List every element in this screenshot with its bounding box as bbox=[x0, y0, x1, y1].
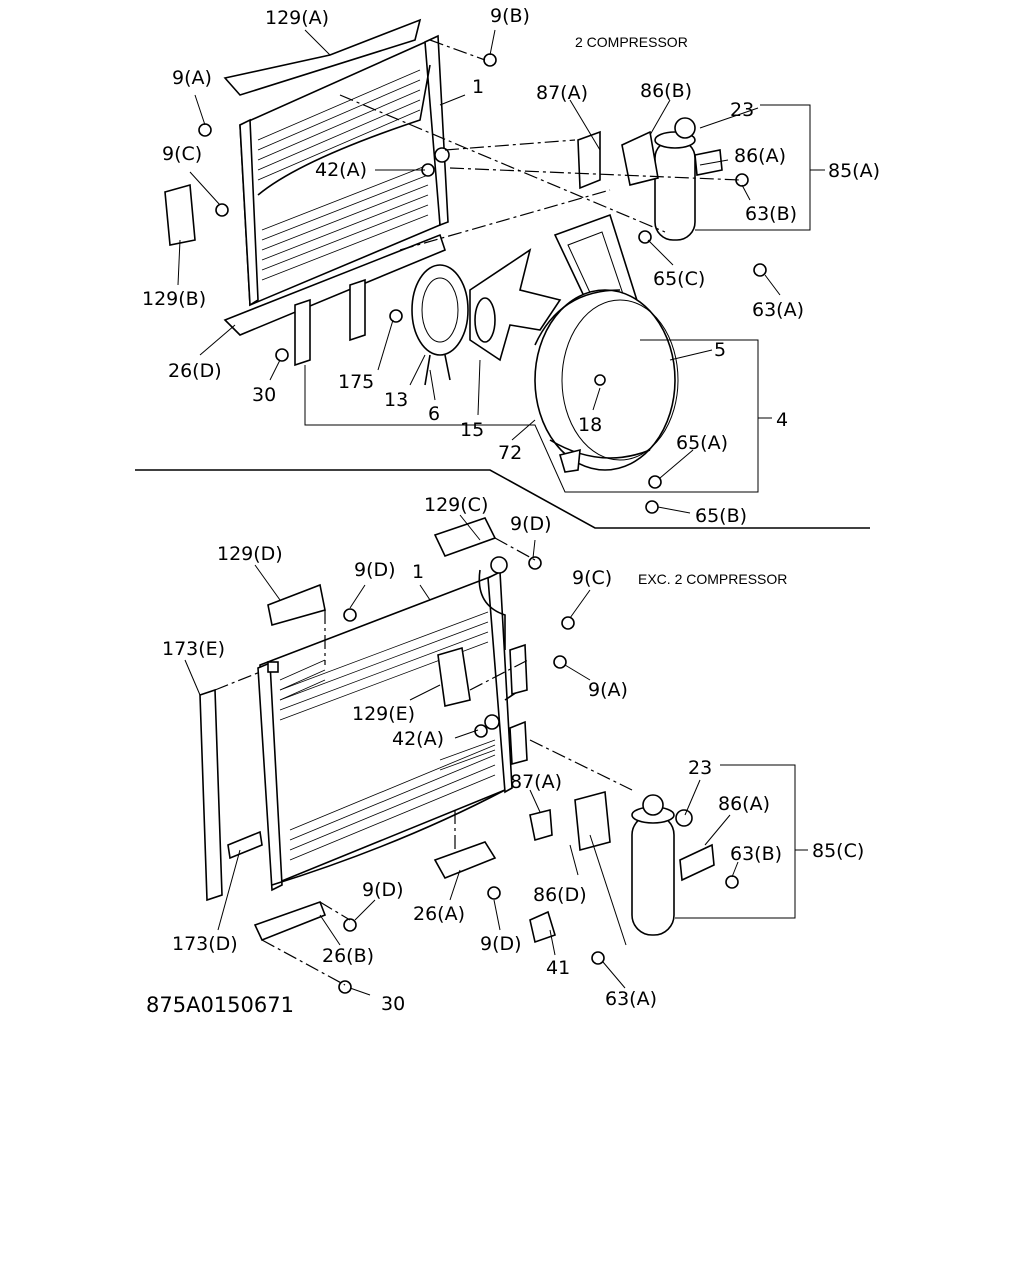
label-86A-upper: 86(A) bbox=[734, 145, 786, 167]
label-129A: 129(A) bbox=[265, 7, 329, 29]
label-63B-upper: 63(B) bbox=[745, 203, 797, 225]
label-5: 5 bbox=[714, 339, 726, 361]
fan-shroud bbox=[534, 213, 679, 473]
label-42A: 42(A) bbox=[315, 159, 367, 181]
condenser-upper bbox=[164, 18, 450, 367]
label-87A: 87(A) bbox=[536, 82, 588, 104]
label-9B: 9(B) bbox=[490, 5, 530, 27]
label-85A: 85(A) bbox=[828, 160, 880, 182]
bracket-85A bbox=[695, 104, 811, 231]
label-26A: 26(A) bbox=[413, 903, 465, 925]
label-173D: 173(D) bbox=[172, 933, 238, 955]
section-divider bbox=[135, 469, 870, 529]
lower-alignment-lines bbox=[214, 537, 633, 986]
label-129E: 129(E) bbox=[352, 703, 415, 725]
label-26B: 26(B) bbox=[322, 945, 374, 967]
upper-labels: 2 COMPRESSOR 129(A) 9(B) 9(A) 1 9(C) 42(… bbox=[142, 5, 880, 527]
receiver-drier-upper bbox=[577, 117, 723, 241]
label-9A: 9(A) bbox=[172, 67, 212, 89]
label-85C: 85(C) bbox=[812, 840, 864, 862]
label-175: 175 bbox=[338, 371, 374, 393]
label-23-upper: 23 bbox=[730, 99, 754, 121]
lower-assembly bbox=[184, 514, 808, 996]
label-63B-lower: 63(B) bbox=[730, 843, 782, 865]
label-15: 15 bbox=[460, 419, 484, 441]
label-65A: 65(A) bbox=[676, 432, 728, 454]
label-18: 18 bbox=[578, 414, 602, 436]
label-6: 6 bbox=[428, 403, 440, 425]
label-30-lower: 30 bbox=[381, 993, 405, 1015]
label-72: 72 bbox=[498, 442, 522, 464]
label-129D: 129(D) bbox=[217, 543, 283, 565]
label-9D-left: 9(D) bbox=[354, 559, 396, 581]
bracket-85C bbox=[675, 764, 796, 919]
label-9D-bottom2: 9(D) bbox=[480, 933, 522, 955]
label-129B: 129(B) bbox=[142, 288, 206, 310]
label-4: 4 bbox=[776, 409, 788, 431]
lower-labels: EXC. 2 COMPRESSOR 129(C) 9(D) 129(D) 9(D… bbox=[162, 494, 864, 1015]
fan-assembly bbox=[411, 248, 562, 386]
label-1-lower: 1 bbox=[412, 561, 424, 583]
label-9A-lower: 9(A) bbox=[588, 679, 628, 701]
label-86B: 86(B) bbox=[640, 80, 692, 102]
label-63A-lower: 63(A) bbox=[605, 988, 657, 1010]
label-9D-top: 9(D) bbox=[510, 513, 552, 535]
bracket-4 bbox=[304, 339, 759, 493]
label-42A-lower: 42(A) bbox=[392, 728, 444, 750]
label-30: 30 bbox=[252, 384, 276, 406]
label-86A-lower: 86(A) bbox=[718, 793, 770, 815]
label-63A-upper: 63(A) bbox=[752, 299, 804, 321]
receiver-drier-lower bbox=[529, 790, 715, 936]
label-87A-lower: 87(A) bbox=[510, 771, 562, 793]
reference-code: 875A0150671 bbox=[146, 993, 294, 1017]
lower-leader-lines bbox=[184, 514, 739, 996]
label-41: 41 bbox=[546, 957, 570, 979]
label-9C: 9(C) bbox=[162, 143, 202, 165]
upper-alignment-lines bbox=[339, 39, 741, 251]
label-129C: 129(C) bbox=[424, 494, 488, 516]
seal-173E bbox=[199, 688, 223, 902]
upper-leader-lines bbox=[177, 29, 781, 514]
label-86D: 86(D) bbox=[533, 884, 587, 906]
label-9D-bottom: 9(D) bbox=[362, 879, 404, 901]
label-26D: 26(D) bbox=[168, 360, 222, 382]
variant-label-2-compressor: 2 COMPRESSOR bbox=[575, 34, 688, 50]
lower-brackets bbox=[253, 517, 556, 944]
upper-assembly bbox=[164, 18, 825, 514]
label-13: 13 bbox=[384, 389, 408, 411]
label-9C-lower: 9(C) bbox=[572, 567, 612, 589]
label-1: 1 bbox=[472, 76, 484, 98]
label-23-lower: 23 bbox=[688, 757, 712, 779]
lower-bolts bbox=[338, 556, 739, 994]
seal-173D bbox=[227, 830, 263, 860]
variant-label-exc-2-compressor: EXC. 2 COMPRESSOR bbox=[638, 571, 787, 587]
label-173E: 173(E) bbox=[162, 638, 225, 660]
label-65B: 65(B) bbox=[695, 505, 747, 527]
label-65C: 65(C) bbox=[653, 268, 705, 290]
